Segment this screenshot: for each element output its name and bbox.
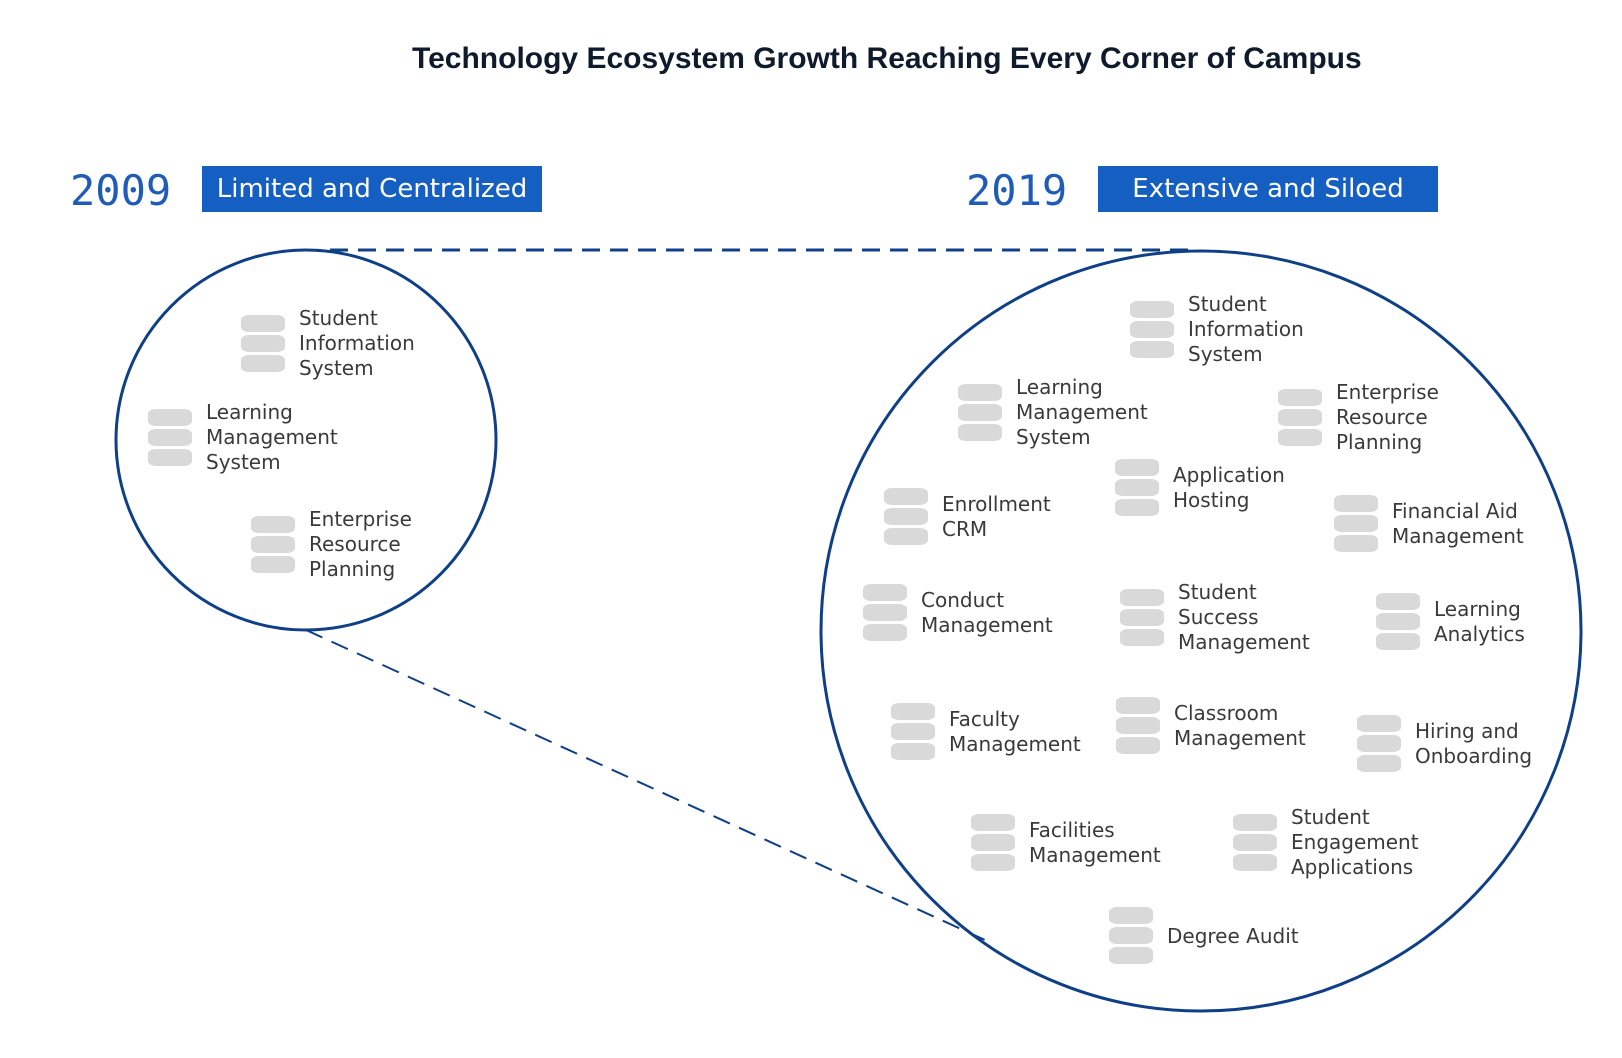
system-item-2019-financial-aid: Financial Aid Management — [1334, 495, 1524, 553]
system-label: Learning Management System — [1016, 375, 1148, 449]
system-item-2019-enrollment-crm: Enrollment CRM — [884, 488, 1051, 546]
system-label: Enterprise Resource Planning — [1336, 380, 1439, 454]
system-item-2019-conduct: Conduct Management — [863, 584, 1053, 642]
system-label: Enterprise Resource Planning — [309, 507, 412, 581]
dashed-bottom-connector — [305, 629, 986, 941]
database-icon — [251, 515, 295, 574]
system-label: Conduct Management — [921, 588, 1053, 637]
badge-limited-centralized: Limited and Centralized — [202, 166, 542, 212]
system-item-2019-hiring: Hiring and Onboarding — [1357, 715, 1532, 773]
system-label: Learning Analytics — [1434, 597, 1525, 646]
system-item-2019-degree-audit: Degree Audit — [1109, 907, 1299, 965]
circle-2019 — [819, 249, 1583, 1013]
system-item-2019-app-hosting: Application Hosting — [1115, 459, 1285, 517]
year-2009-label: 2009 — [70, 166, 172, 215]
database-icon — [1116, 697, 1160, 755]
database-icon — [863, 584, 907, 642]
system-label: Learning Management System — [206, 400, 338, 474]
system-item-2019-facilities: Facilities Management — [971, 814, 1161, 872]
system-item-2009-lms: Learning Management System — [148, 400, 338, 475]
diagram-title: Technology Ecosystem Growth Reaching Eve… — [412, 42, 1362, 75]
system-label: Student Engagement Applications — [1291, 805, 1419, 879]
system-label: Financial Aid Management — [1392, 499, 1524, 548]
database-icon — [884, 488, 928, 546]
system-label: Degree Audit — [1167, 923, 1299, 948]
database-icon — [1120, 588, 1164, 647]
database-icon — [1130, 300, 1174, 359]
system-label: Hiring and Onboarding — [1415, 719, 1533, 768]
database-icon — [148, 408, 192, 467]
database-icon — [1233, 813, 1277, 872]
system-item-2019-learning-analytics: Learning Analytics — [1376, 593, 1525, 651]
database-icon — [241, 314, 285, 373]
system-label: Student Success Management — [1178, 580, 1310, 654]
database-icon — [971, 814, 1015, 872]
database-icon — [1357, 715, 1401, 773]
system-label: Facilities Management — [1029, 818, 1161, 867]
system-label: Faculty Management — [949, 707, 1081, 756]
database-icon — [1376, 593, 1420, 651]
database-icon — [1115, 459, 1159, 517]
year-2019-label: 2019 — [966, 166, 1068, 215]
database-icon — [891, 703, 935, 761]
system-item-2019-erp: Enterprise Resource Planning — [1278, 380, 1439, 455]
system-item-2019-classroom: Classroom Management — [1116, 697, 1306, 755]
database-icon — [1109, 907, 1153, 965]
system-item-2009-erp: Enterprise Resource Planning — [251, 507, 412, 582]
database-icon — [1334, 495, 1378, 553]
system-item-2019-student-success: Student Success Management — [1120, 580, 1310, 655]
system-item-2019-faculty: Faculty Management — [891, 703, 1081, 761]
system-label: Application Hosting — [1173, 463, 1285, 512]
system-item-2009-sis: Student Information System — [241, 306, 415, 381]
system-label: Enrollment CRM — [942, 492, 1051, 541]
database-icon — [1278, 388, 1322, 447]
database-icon — [958, 383, 1002, 442]
badge-extensive-siloed: Extensive and Siloed — [1098, 166, 1438, 212]
system-item-2019-lms: Learning Management System — [958, 375, 1148, 450]
system-item-2019-student-engagement: Student Engagement Applications — [1233, 805, 1419, 880]
system-label: Student Information System — [1188, 292, 1304, 366]
system-label: Student Information System — [299, 306, 415, 380]
system-label: Classroom Management — [1174, 701, 1306, 750]
system-item-2019-sis: Student Information System — [1130, 292, 1304, 367]
